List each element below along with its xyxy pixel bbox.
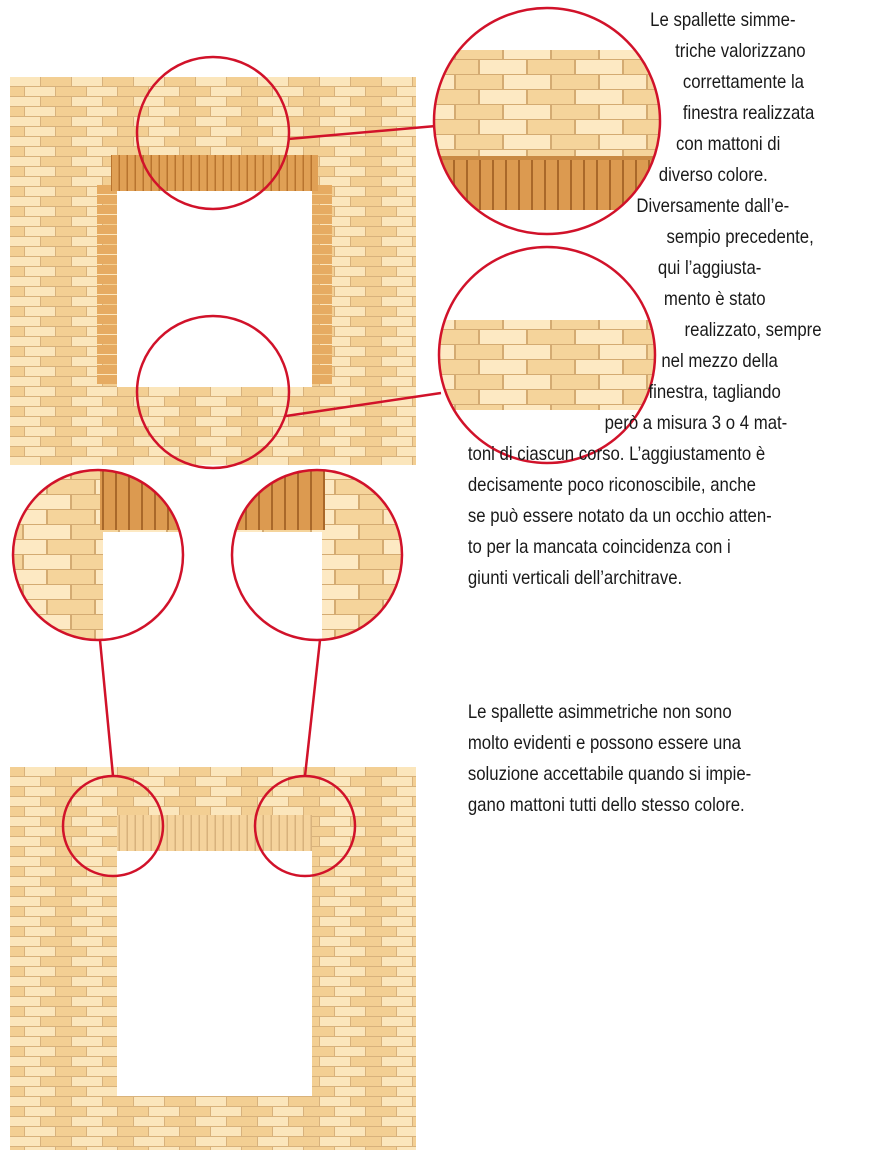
jamb-detail-right (230, 468, 404, 642)
text-block-asymmetric: Le spallette asimmetriche non sono molto… (467, 701, 752, 816)
text-line: Diversamente dall’e- (636, 195, 790, 217)
bottom-window-opening (117, 851, 312, 1096)
text-line: con mattoni di (675, 133, 781, 155)
text-line: realizzato, sempre (684, 319, 822, 341)
text-line: triche valorizzano (675, 40, 806, 62)
text-line: molto evidenti e possono essere una (467, 732, 741, 754)
lintel-detail-magnifier (432, 6, 662, 236)
magnifier-circle-icon (11, 468, 185, 642)
text-line: se può essere notato da un occhio atten- (467, 505, 772, 527)
magnifier-circle-icon (253, 774, 357, 878)
text-line: to per la mancata coincidenza con i (467, 536, 731, 558)
text-line: Le spallette asimmetriche non sono (467, 701, 732, 723)
text-line: correttamente la (682, 71, 805, 93)
magnifier-circle-icon (135, 55, 291, 211)
text-line: Le spallette simme- (650, 9, 796, 31)
text-line: diverso colore. (658, 164, 768, 186)
bottom-wall-diagram (10, 767, 416, 1150)
text-line: toni di ciascun corso. L’aggiustamento è (467, 443, 766, 465)
text-line: giunti verticali dell’architrave. (467, 567, 683, 589)
magnifier-circle-icon (61, 774, 165, 878)
text-line: qui l’aggiusta- (657, 257, 762, 279)
magnifier-circle-icon (437, 245, 657, 465)
text-line: finestra realizzata (682, 102, 815, 124)
text-line: decisamente poco riconoscibile, anche (467, 474, 756, 496)
magnifier-circle-icon (230, 468, 404, 642)
text-line: nel mezzo della (661, 350, 778, 372)
bottom-window-lintel (117, 815, 312, 851)
text-line: sempio precedente, (666, 226, 814, 248)
sill-detail-magnifier (437, 245, 657, 465)
callout-lines (98, 124, 442, 777)
text-line: gano mattoni tutti dello stesso colore. (467, 794, 745, 816)
jamb-detail-left (11, 468, 185, 642)
text-line: però a misura 3 o 4 mat- (604, 412, 788, 434)
text-line: mento è stato (663, 288, 766, 310)
text-line: finestra, tagliando (648, 381, 781, 403)
text-block-symmetric: Le spallette simme- triche valorizzano c… (467, 9, 822, 589)
magnifier-circle-icon (432, 6, 662, 236)
magnifier-circle-icon (135, 314, 291, 470)
top-wall-diagram (10, 77, 416, 465)
text-line: soluzione accettabile quando si impie- (467, 763, 752, 785)
top-window-jambs (97, 195, 332, 384)
